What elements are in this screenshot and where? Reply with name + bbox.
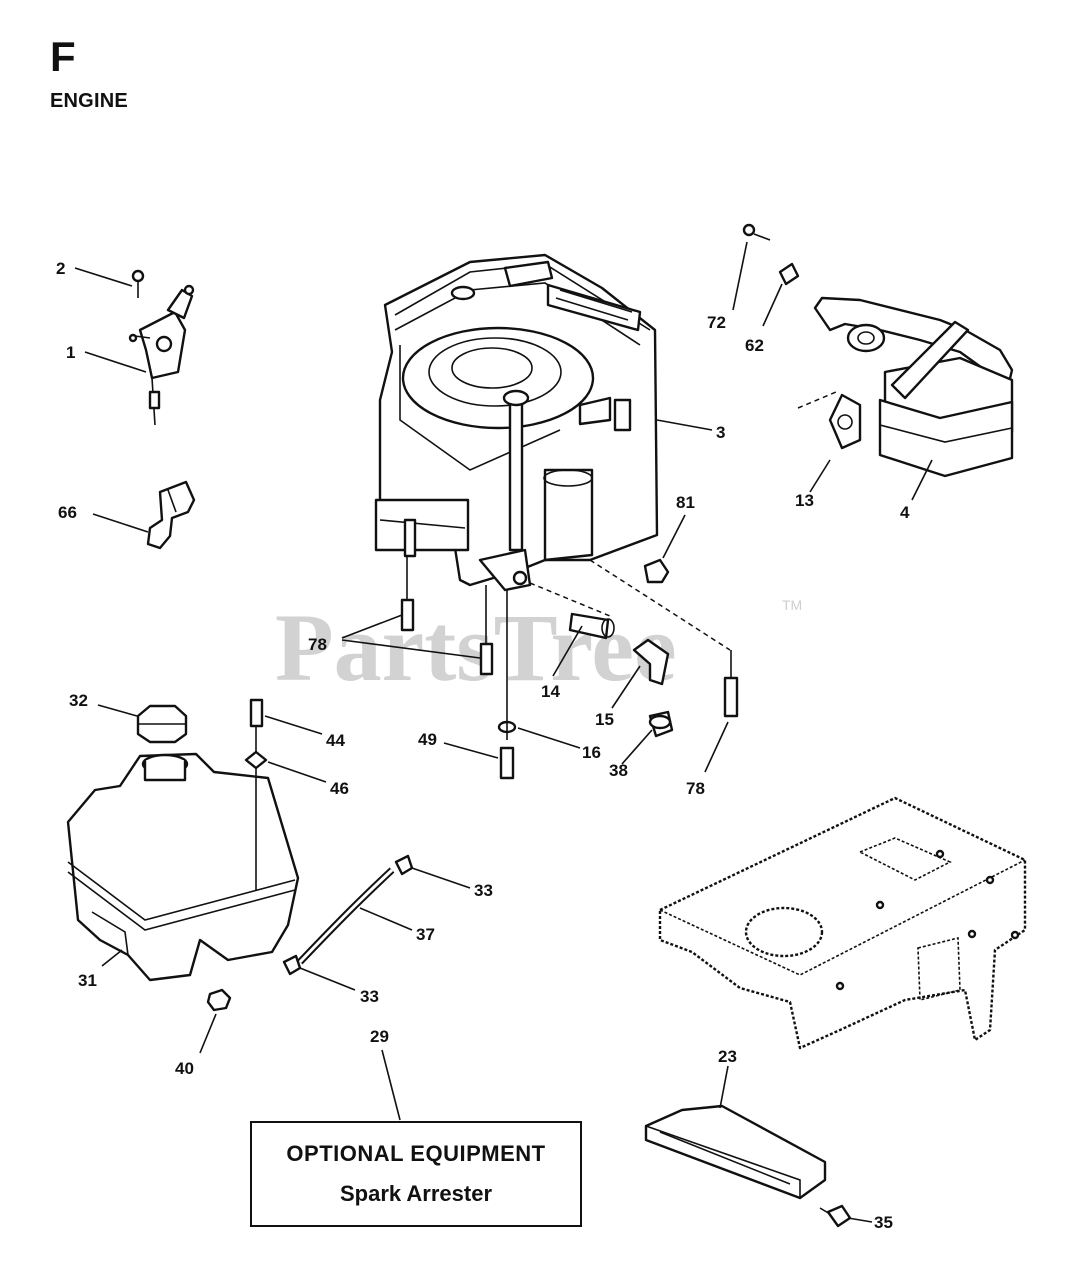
callout-33-lower: 33 bbox=[360, 987, 379, 1006]
callout-35: 35 bbox=[874, 1213, 893, 1232]
watermark-trademark: TM bbox=[782, 597, 802, 613]
exhaust-gasket-part[interactable] bbox=[828, 393, 862, 450]
callout-33-upper: 33 bbox=[474, 881, 493, 900]
callout-14: 14 bbox=[541, 682, 560, 701]
callout-46: 46 bbox=[330, 779, 349, 798]
callout-31: 31 bbox=[78, 971, 97, 990]
callout-16: 16 bbox=[582, 743, 601, 762]
lock-washer-part[interactable] bbox=[778, 262, 800, 286]
callout-78-left: 78 bbox=[308, 635, 327, 654]
callout-40: 40 bbox=[175, 1059, 194, 1078]
callout-38: 38 bbox=[609, 761, 628, 780]
watermark-text: PartsTree bbox=[275, 594, 677, 701]
callout-2: 2 bbox=[56, 259, 65, 278]
oil-drain-nipple-part[interactable] bbox=[568, 612, 615, 640]
callout-49: 49 bbox=[418, 730, 437, 749]
hose-clamp-upper-part[interactable] bbox=[394, 854, 414, 876]
fuel-tank-part[interactable] bbox=[66, 752, 300, 982]
callout-15: 15 bbox=[595, 710, 614, 729]
callout-1: 1 bbox=[66, 343, 75, 362]
callout-32: 32 bbox=[69, 691, 88, 710]
hex-nut-part[interactable] bbox=[643, 558, 670, 584]
callout-13: 13 bbox=[795, 491, 814, 510]
throttle-bracket-part[interactable] bbox=[128, 269, 195, 426]
engine-bolt-c-part[interactable] bbox=[723, 650, 739, 718]
callout-78-right: 78 bbox=[686, 779, 705, 798]
hose-clamp-lower-part[interactable] bbox=[282, 954, 302, 976]
fuel-line-part[interactable] bbox=[297, 867, 395, 965]
drain-cap-part[interactable] bbox=[648, 710, 674, 738]
callout-23: 23 bbox=[718, 1047, 737, 1066]
tank-washer-part[interactable] bbox=[244, 750, 268, 770]
drain-elbow-part[interactable] bbox=[632, 638, 670, 686]
optional-equipment-note: OPTIONAL EQUIPMENT Spark Arrester bbox=[250, 1121, 582, 1227]
clip-part[interactable] bbox=[146, 480, 196, 550]
engine-part[interactable] bbox=[374, 253, 659, 592]
drain-screw-part[interactable] bbox=[499, 590, 515, 780]
callout-3: 3 bbox=[716, 423, 725, 442]
callout-29: 29 bbox=[370, 1027, 389, 1046]
fuel-cap-part[interactable] bbox=[136, 704, 188, 744]
callout-72: 72 bbox=[707, 313, 726, 332]
spark-arrester-shield-part[interactable] bbox=[644, 1104, 827, 1200]
muffler-bolt-part[interactable] bbox=[742, 223, 771, 241]
callout-66: 66 bbox=[58, 503, 77, 522]
callout-44: 44 bbox=[326, 731, 345, 750]
callout-81: 81 bbox=[676, 493, 695, 512]
engine-mounting-plate-part[interactable] bbox=[658, 796, 1027, 1050]
note-item: Spark Arrester bbox=[339, 1181, 493, 1206]
note-title: OPTIONAL EQUIPMENT bbox=[286, 1141, 546, 1166]
callout-62: 62 bbox=[745, 336, 764, 355]
engine-bolt-a-part[interactable] bbox=[400, 555, 415, 632]
shield-screw-part[interactable] bbox=[819, 1204, 852, 1228]
section-letter: F bbox=[50, 33, 76, 80]
tank-nut-part[interactable] bbox=[206, 988, 232, 1012]
callout-4: 4 bbox=[900, 503, 910, 522]
engine-bolt-b-part[interactable] bbox=[479, 585, 494, 676]
section-title: ENGINE bbox=[50, 90, 128, 112]
muffler-part[interactable] bbox=[813, 296, 1014, 478]
callout-37: 37 bbox=[416, 925, 435, 944]
